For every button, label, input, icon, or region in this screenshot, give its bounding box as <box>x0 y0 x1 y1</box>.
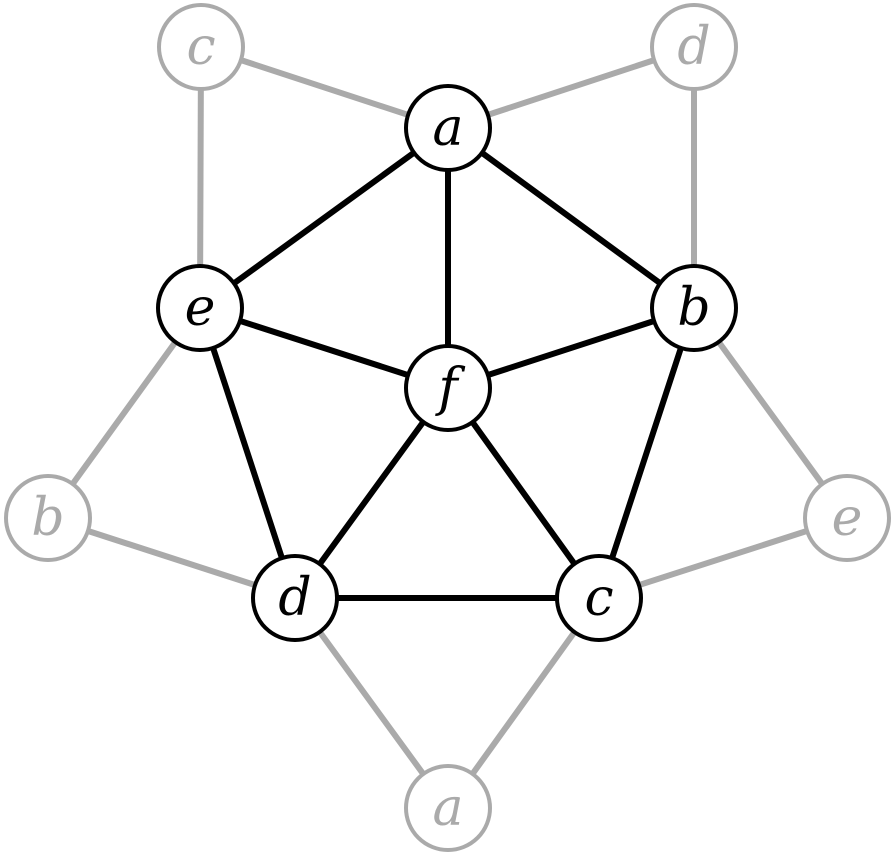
main-edge-e-d <box>197 305 298 601</box>
ghost-node-label: b <box>31 488 64 548</box>
main-edge-a-e <box>197 125 451 311</box>
ghost-nodes: c d b e a <box>4 3 891 852</box>
main-edge-b-c <box>596 305 697 601</box>
main-node-label: e <box>185 278 216 338</box>
main-nodes: a b c d e f <box>156 84 738 642</box>
ghost-node-ga: a <box>404 764 492 852</box>
main-edge-a-b <box>445 125 697 311</box>
main-node-circle <box>251 554 339 642</box>
ghost-node-label: e <box>832 488 863 548</box>
ghost-node-circle <box>4 474 92 562</box>
main-node-label: c <box>584 568 613 628</box>
ghost-node-gc: c <box>157 3 245 91</box>
main-node-b: b <box>650 264 738 352</box>
ghost-node-circle <box>404 764 492 852</box>
main-node-circle <box>555 554 643 642</box>
ghost-node-gb: b <box>4 474 92 562</box>
main-node-label: b <box>677 278 710 338</box>
ghost-node-circle <box>803 474 891 562</box>
ghost-node-gd: d <box>650 3 738 91</box>
main-node-c: c <box>555 554 643 642</box>
ghost-node-circle <box>157 3 245 91</box>
ghost-node-ge: e <box>803 474 891 562</box>
main-node-circle <box>404 344 492 432</box>
main-node-a: a <box>404 84 492 172</box>
main-node-circle <box>156 264 244 352</box>
ghost-node-circle <box>650 3 738 91</box>
main-node-circle <box>650 264 738 352</box>
ghost-node-label: a <box>432 778 463 838</box>
main-node-circle <box>404 84 492 172</box>
main-node-label: a <box>432 98 463 158</box>
ghost-node-label: d <box>677 17 710 77</box>
ghost-node-label: c <box>186 17 215 77</box>
main-node-d: d <box>251 554 339 642</box>
main-node-f: f <box>404 344 492 432</box>
main-node-label: d <box>278 568 311 628</box>
main-node-e: e <box>156 264 244 352</box>
